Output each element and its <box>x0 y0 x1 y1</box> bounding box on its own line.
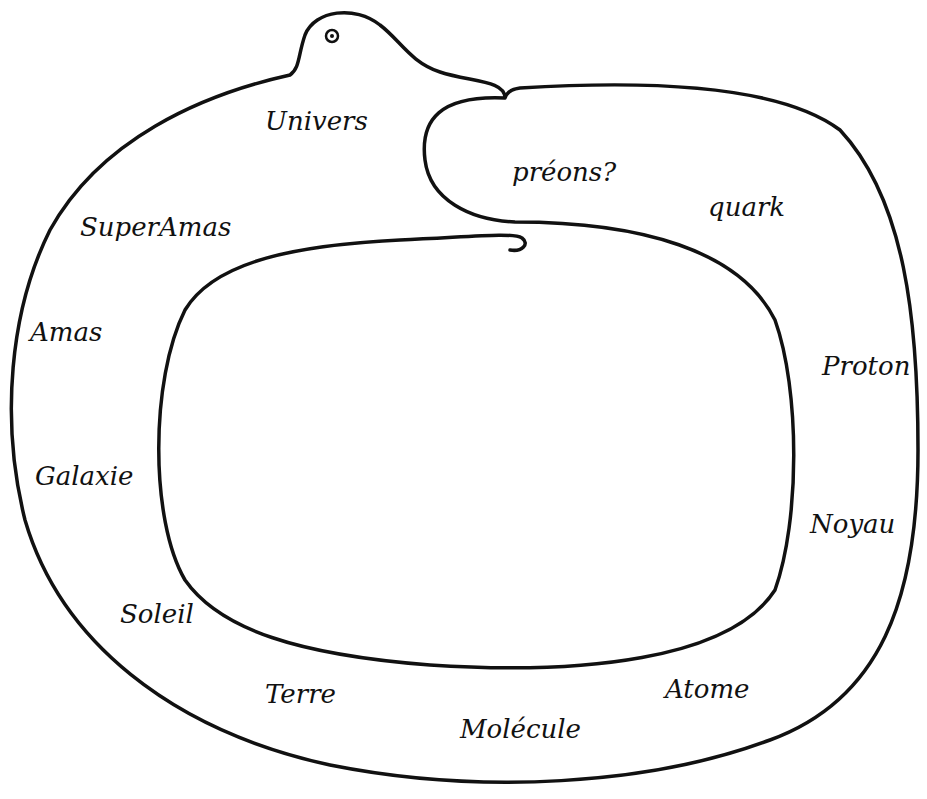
scale-label: Molécule <box>460 715 581 744</box>
scale-label: Atome <box>665 675 749 704</box>
scale-label: Amas <box>30 318 102 347</box>
scale-label: Univers <box>265 107 368 136</box>
scale-label: Soleil <box>120 600 194 629</box>
scale-label: Terre <box>265 680 336 709</box>
scale-label: Noyau <box>810 510 895 539</box>
scale-label: quark <box>708 193 785 222</box>
scale-label: Proton <box>822 352 910 381</box>
scale-label: préons? <box>512 158 616 187</box>
scale-label: SuperAmas <box>80 213 231 242</box>
scale-label: Galaxie <box>35 462 133 491</box>
